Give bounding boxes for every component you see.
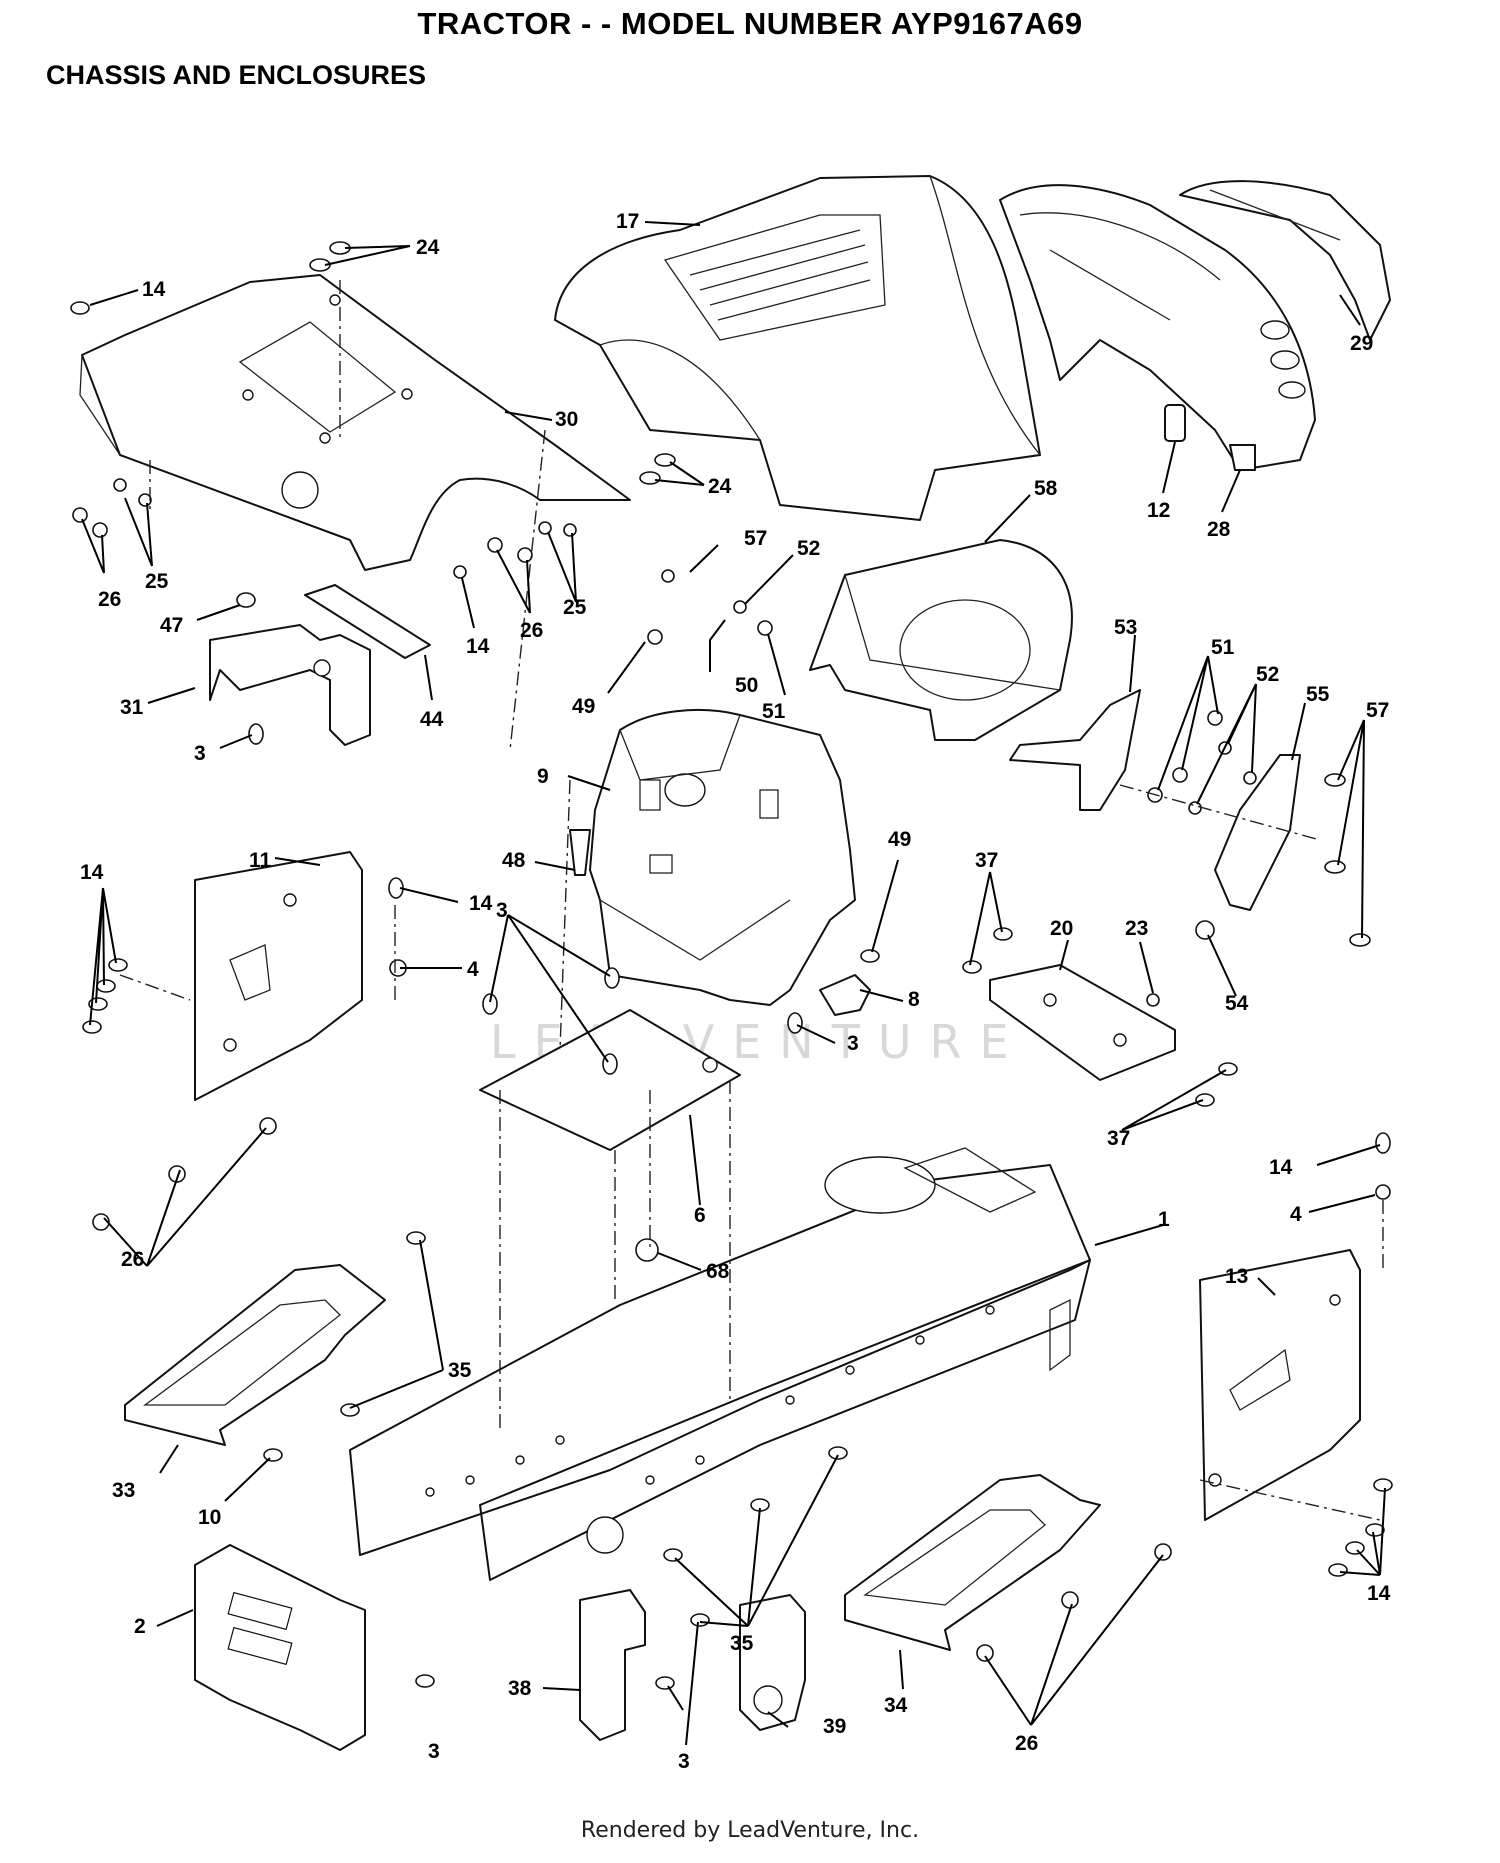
callout-leaders xyxy=(81,221,1386,1746)
callout-47: 47 xyxy=(160,614,183,637)
part-31-bracket xyxy=(209,624,371,746)
callout-51: 51 xyxy=(1211,636,1235,659)
callout-49: 49 xyxy=(888,828,911,851)
part-20-pedal-plate xyxy=(989,964,1176,1081)
part-48-pin xyxy=(569,829,591,876)
callout-12: 12 xyxy=(1147,499,1170,522)
callout-23: 23 xyxy=(1125,917,1148,940)
part-55-bracket xyxy=(1214,754,1301,911)
callout-1: 1 xyxy=(1158,1208,1170,1231)
callout-26: 26 xyxy=(121,1248,144,1271)
callout-57: 57 xyxy=(744,527,767,550)
part-6-floor-plate xyxy=(479,1009,741,1151)
callout-8: 8 xyxy=(908,988,920,1011)
footer-credit: Rendered by LeadVenture, Inc. xyxy=(580,1818,920,1843)
callout-26: 26 xyxy=(520,619,543,642)
part-38-bracket xyxy=(579,1589,646,1741)
callout-14: 14 xyxy=(1367,1582,1391,1605)
callout-6: 6 xyxy=(694,1204,706,1227)
callout-52: 52 xyxy=(797,537,820,560)
hardware-fasteners xyxy=(70,241,1393,1690)
callout-14: 14 xyxy=(469,892,493,915)
callout-11: 11 xyxy=(249,849,272,872)
part-28-clip xyxy=(1229,444,1256,471)
part-47-grommet xyxy=(236,592,256,608)
part-39-bracket xyxy=(739,1594,806,1731)
callout-labels: 24 14 17 29 30 24 58 12 28 25 26 14 26 2… xyxy=(80,210,1391,1773)
part-9-dash-housing xyxy=(589,709,856,1006)
callout-3: 3 xyxy=(428,1740,440,1763)
alignment-lines xyxy=(119,280,1384,1521)
callout-34: 34 xyxy=(884,1694,908,1717)
part-29-bumper xyxy=(1179,180,1391,341)
part-68-nut xyxy=(635,1238,659,1262)
part-13-right-side-panel xyxy=(1199,1249,1361,1521)
callout-49: 49 xyxy=(572,695,595,718)
callout-68: 68 xyxy=(706,1260,730,1283)
part-grille-housing xyxy=(999,184,1316,471)
callout-14: 14 xyxy=(80,861,104,884)
callout-17: 17 xyxy=(616,210,639,233)
callout-3: 3 xyxy=(847,1032,859,1055)
part-12-bracket xyxy=(1164,404,1186,442)
callout-26: 26 xyxy=(98,588,121,611)
callout-25: 25 xyxy=(145,570,169,593)
part-dash-panel xyxy=(79,274,631,571)
callout-38: 38 xyxy=(508,1677,532,1700)
callout-50: 50 xyxy=(735,674,758,697)
callout-29: 29 xyxy=(1350,332,1373,355)
callout-13: 13 xyxy=(1225,1265,1248,1288)
callout-14: 14 xyxy=(466,635,490,658)
callout-48: 48 xyxy=(502,849,526,872)
part-34-footrest-right xyxy=(844,1474,1101,1651)
callout-3: 3 xyxy=(496,899,508,922)
callout-58: 58 xyxy=(1034,477,1058,500)
page-title: TRACTOR - - MODEL NUMBER AYP9167A69 xyxy=(417,6,1083,41)
part-33-footrest-left xyxy=(124,1264,386,1446)
part-53-bracket xyxy=(1009,689,1141,811)
callout-55: 55 xyxy=(1306,683,1330,706)
callout-51: 51 xyxy=(762,700,786,723)
callout-24: 24 xyxy=(416,236,440,259)
callout-54: 54 xyxy=(1225,992,1249,1015)
callout-10: 10 xyxy=(198,1506,221,1529)
callout-3: 3 xyxy=(194,742,206,765)
callout-44: 44 xyxy=(420,708,444,731)
callout-4: 4 xyxy=(467,958,479,981)
part-44-plate xyxy=(304,584,431,659)
callout-24: 24 xyxy=(708,475,732,498)
part-hood xyxy=(554,175,1041,521)
callout-25: 25 xyxy=(563,596,587,619)
callout-57: 57 xyxy=(1366,699,1389,722)
part-11-left-side-panel xyxy=(194,851,363,1101)
callout-53: 53 xyxy=(1114,616,1137,639)
callout-39: 39 xyxy=(823,1715,846,1738)
callout-14: 14 xyxy=(142,278,166,301)
part-8-clip xyxy=(819,974,871,1016)
callout-28: 28 xyxy=(1207,518,1231,541)
callout-2: 2 xyxy=(134,1615,146,1638)
callout-52: 52 xyxy=(1256,663,1279,686)
callout-37: 37 xyxy=(1107,1127,1130,1150)
part-23-nut xyxy=(1146,993,1160,1007)
callout-26: 26 xyxy=(1015,1732,1038,1755)
section-title: CHASSIS AND ENCLOSURES xyxy=(46,60,427,90)
part-58-shield xyxy=(809,539,1073,741)
callout-14: 14 xyxy=(1269,1156,1293,1179)
callout-37: 37 xyxy=(975,849,998,872)
callout-30: 30 xyxy=(555,408,578,431)
part-1-main-frame xyxy=(349,1147,1091,1581)
callout-31: 31 xyxy=(120,696,144,719)
callout-33: 33 xyxy=(112,1479,135,1502)
callout-3: 3 xyxy=(678,1750,690,1773)
callout-20: 20 xyxy=(1050,917,1073,940)
part-2-front-bracket xyxy=(194,1544,366,1751)
callout-35: 35 xyxy=(730,1632,754,1655)
callout-35: 35 xyxy=(448,1359,472,1382)
callout-9: 9 xyxy=(537,765,549,788)
callout-4: 4 xyxy=(1290,1203,1302,1226)
